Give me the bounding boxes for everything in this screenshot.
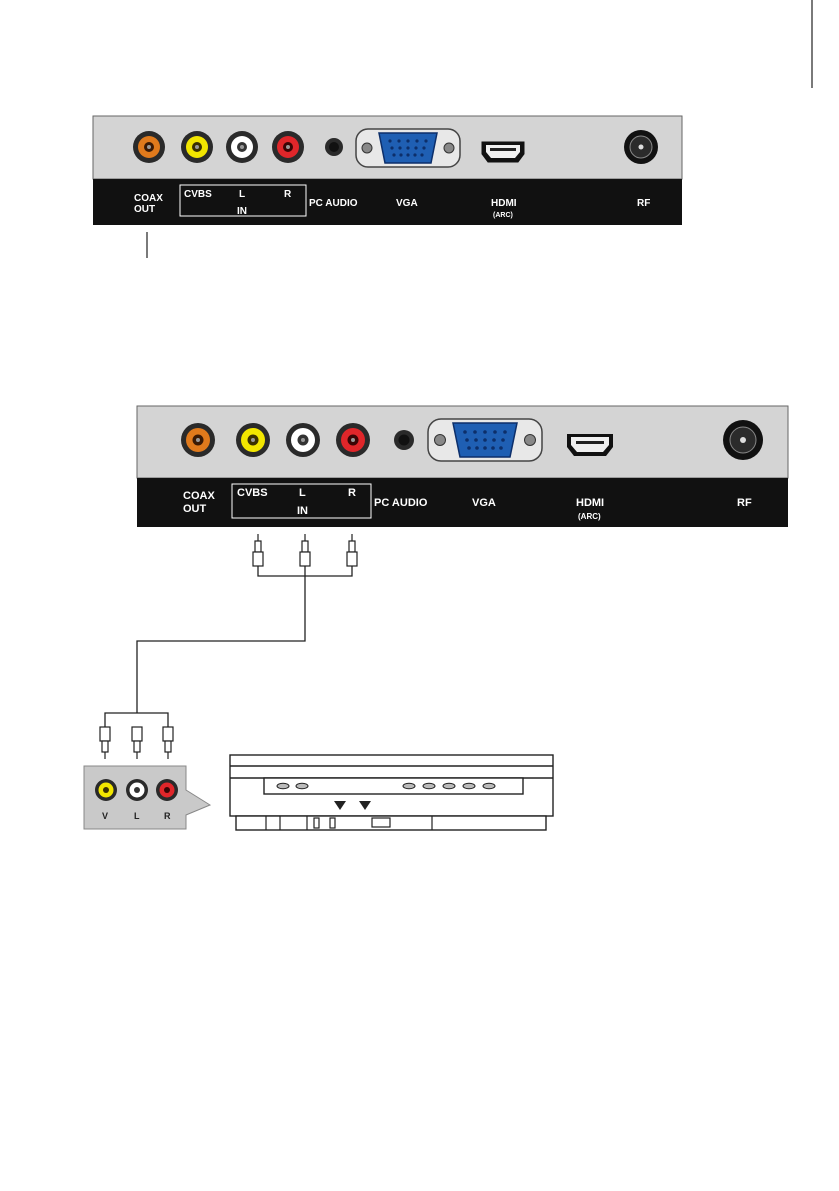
coax-label-2-line2: OUT <box>183 503 207 515</box>
av-cable <box>100 534 357 759</box>
plug-left-top <box>300 534 310 566</box>
hdmi-port <box>482 142 524 162</box>
device-right-label: R <box>164 811 171 821</box>
arc-label: (ARC) <box>493 212 513 219</box>
device-right-jack <box>156 779 178 801</box>
in-label: IN <box>237 206 247 217</box>
plug-right-top <box>347 534 357 566</box>
coax-label-line1: COAX <box>134 193 163 204</box>
top-plugs <box>253 534 357 566</box>
device-left-label: L <box>134 811 140 821</box>
cable-run <box>137 566 305 713</box>
vga-port-2 <box>428 419 542 461</box>
bottom-plugs <box>100 727 173 759</box>
vga-label-2: VGA <box>472 497 496 509</box>
dvd-player-device <box>230 755 553 830</box>
right-label-2: R <box>348 487 356 499</box>
bottom-cable-bridge <box>105 713 168 727</box>
device-video-jack <box>95 779 117 801</box>
left-label: L <box>239 189 245 200</box>
audio-left-jack-2 <box>286 423 320 457</box>
panel-2: COAX OUT CVBS L R IN PC AUDIO VGA HDMI (… <box>137 406 788 527</box>
pc-audio-jack-2 <box>394 430 414 450</box>
device-video-label: V <box>102 811 108 821</box>
plug-video-top <box>253 534 263 566</box>
pc-audio-label-2: PC AUDIO <box>374 497 428 509</box>
coax-out-jack <box>133 131 165 163</box>
plug-right-bottom <box>163 727 173 759</box>
audio-right-jack <box>272 131 304 163</box>
audio-left-jack <box>226 131 258 163</box>
audio-right-jack-2 <box>336 423 370 457</box>
coax-label-2-line1: COAX <box>183 490 215 502</box>
panel-1-bottom <box>93 179 682 225</box>
hdmi-label: HDMI <box>491 198 517 209</box>
panel-1: COAX OUT CVBS L R IN PC AUDIO VGA HDMI (… <box>93 116 682 258</box>
pc-audio-label: PC AUDIO <box>309 198 358 209</box>
vga-port <box>356 129 460 167</box>
arc-label-2: (ARC) <box>578 512 601 521</box>
hdmi-label-2: HDMI <box>576 497 604 509</box>
panel-2-bottom <box>137 478 788 527</box>
cvbs-label: CVBS <box>184 189 212 200</box>
cvbs-label-2: CVBS <box>237 487 268 499</box>
coax-out-jack-2 <box>181 423 215 457</box>
rf-label: RF <box>637 198 650 209</box>
rf-port-2 <box>723 420 763 460</box>
hdmi-port-2 <box>567 434 613 456</box>
rf-label-2: RF <box>737 497 752 509</box>
device-left-jack <box>126 779 148 801</box>
in-label-2: IN <box>297 505 308 517</box>
vga-label: VGA <box>396 198 418 209</box>
plug-left-bottom <box>132 727 142 759</box>
cvbs-jack-2 <box>236 423 270 457</box>
rf-port <box>624 130 658 164</box>
plug-video-bottom <box>100 727 110 759</box>
pc-audio-jack <box>325 138 343 156</box>
coax-label-line2: OUT <box>134 204 155 215</box>
right-label: R <box>284 189 292 200</box>
left-label-2: L <box>299 487 306 499</box>
device-output-panel: V L R <box>84 766 210 829</box>
cvbs-jack <box>181 131 213 163</box>
